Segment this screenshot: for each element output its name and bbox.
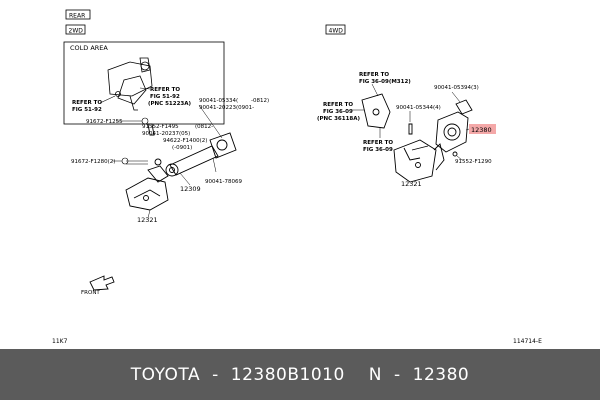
refer-36-09-c-2: FIG 36-09 (363, 147, 393, 153)
refer-36-09-pnc-3: (PNC 36118A) (317, 116, 360, 122)
footer-ref: N (368, 364, 382, 385)
part-12321-left: 12321 (137, 216, 158, 224)
part-90041-78069: 90041-78069 (205, 179, 242, 185)
part-90041-05394: 90041-05394(3) (434, 85, 479, 91)
cold-area-bracket-sketch (107, 57, 153, 111)
part-91552-f1495: 91552-F1495 (142, 124, 179, 130)
part-12321-right: 12321 (401, 180, 422, 188)
part-90041-20223: 90041-20223(0901- (199, 105, 254, 111)
refer-36-09-c-1: REFER TO (363, 140, 393, 146)
front-label: FRONT (81, 290, 100, 296)
part-12380: 12380 (471, 126, 492, 134)
footer-part-number: 12380B1010 (230, 364, 345, 385)
part-91672-f1280: 91672-F1280(2) (71, 159, 115, 165)
refer-fig-51-92-text-3: (PNC 51223A) (148, 101, 191, 107)
footer-bar: TOYOTA - 12380B1010 N - 12380 (0, 349, 600, 400)
part-91672-f1255: 91672-F1255 (86, 119, 123, 125)
refer-left-text-2: FIG 51-92 (72, 107, 102, 113)
footer-sep-1: - (212, 364, 219, 385)
4wd-tag: 4WD (329, 28, 344, 35)
right-mount-assembly (352, 83, 473, 183)
part-90041-20237: 90041-20237(05) (142, 131, 190, 137)
refer-fig-51-92-text-2: FIG 51-92 (150, 94, 180, 100)
part-91552-f1290: 91552-F1290 (455, 159, 492, 165)
refer-36-09-pnc-1: REFER TO (323, 102, 353, 108)
refer-fig-51-92-text-1: REFER TO (150, 87, 180, 93)
part-94622-f1400: 94622-F1400(2) (163, 138, 207, 144)
left-mount-assembly (125, 104, 237, 219)
refer-36-09-m312-1: REFER TO (359, 72, 389, 78)
part-0901-note: (-0901) (172, 145, 192, 151)
refer-left-text-1: REFER TO (72, 100, 102, 106)
footer-ref-number: 12380 (412, 364, 470, 385)
cold-area-label: COLD AREA (70, 44, 108, 52)
part-90041-05344: 90041-05344(4) (396, 105, 441, 111)
2wd-tag: 2WD (69, 28, 84, 35)
refer-36-09-pnc-2: FIG 36-09 (323, 109, 353, 115)
highlight-12380 (469, 124, 496, 134)
part-90041-05334-note: -0812) (251, 98, 269, 104)
refer-36-09-m312-2: FIG 36-09(M312) (359, 79, 411, 85)
code-left: 11K7 (52, 338, 68, 345)
footer-sep-2: - (394, 364, 401, 385)
rear-tag: REAR (69, 13, 85, 20)
code-right: 114714-E (513, 338, 542, 345)
part-90041-05334: 90041-05334( (199, 98, 238, 104)
footer-brand: TOYOTA (130, 364, 201, 385)
part-90041-05334-range: (0812- (195, 124, 213, 130)
front-arrow-icon (89, 275, 115, 291)
part-12309: 12309 (180, 185, 201, 193)
